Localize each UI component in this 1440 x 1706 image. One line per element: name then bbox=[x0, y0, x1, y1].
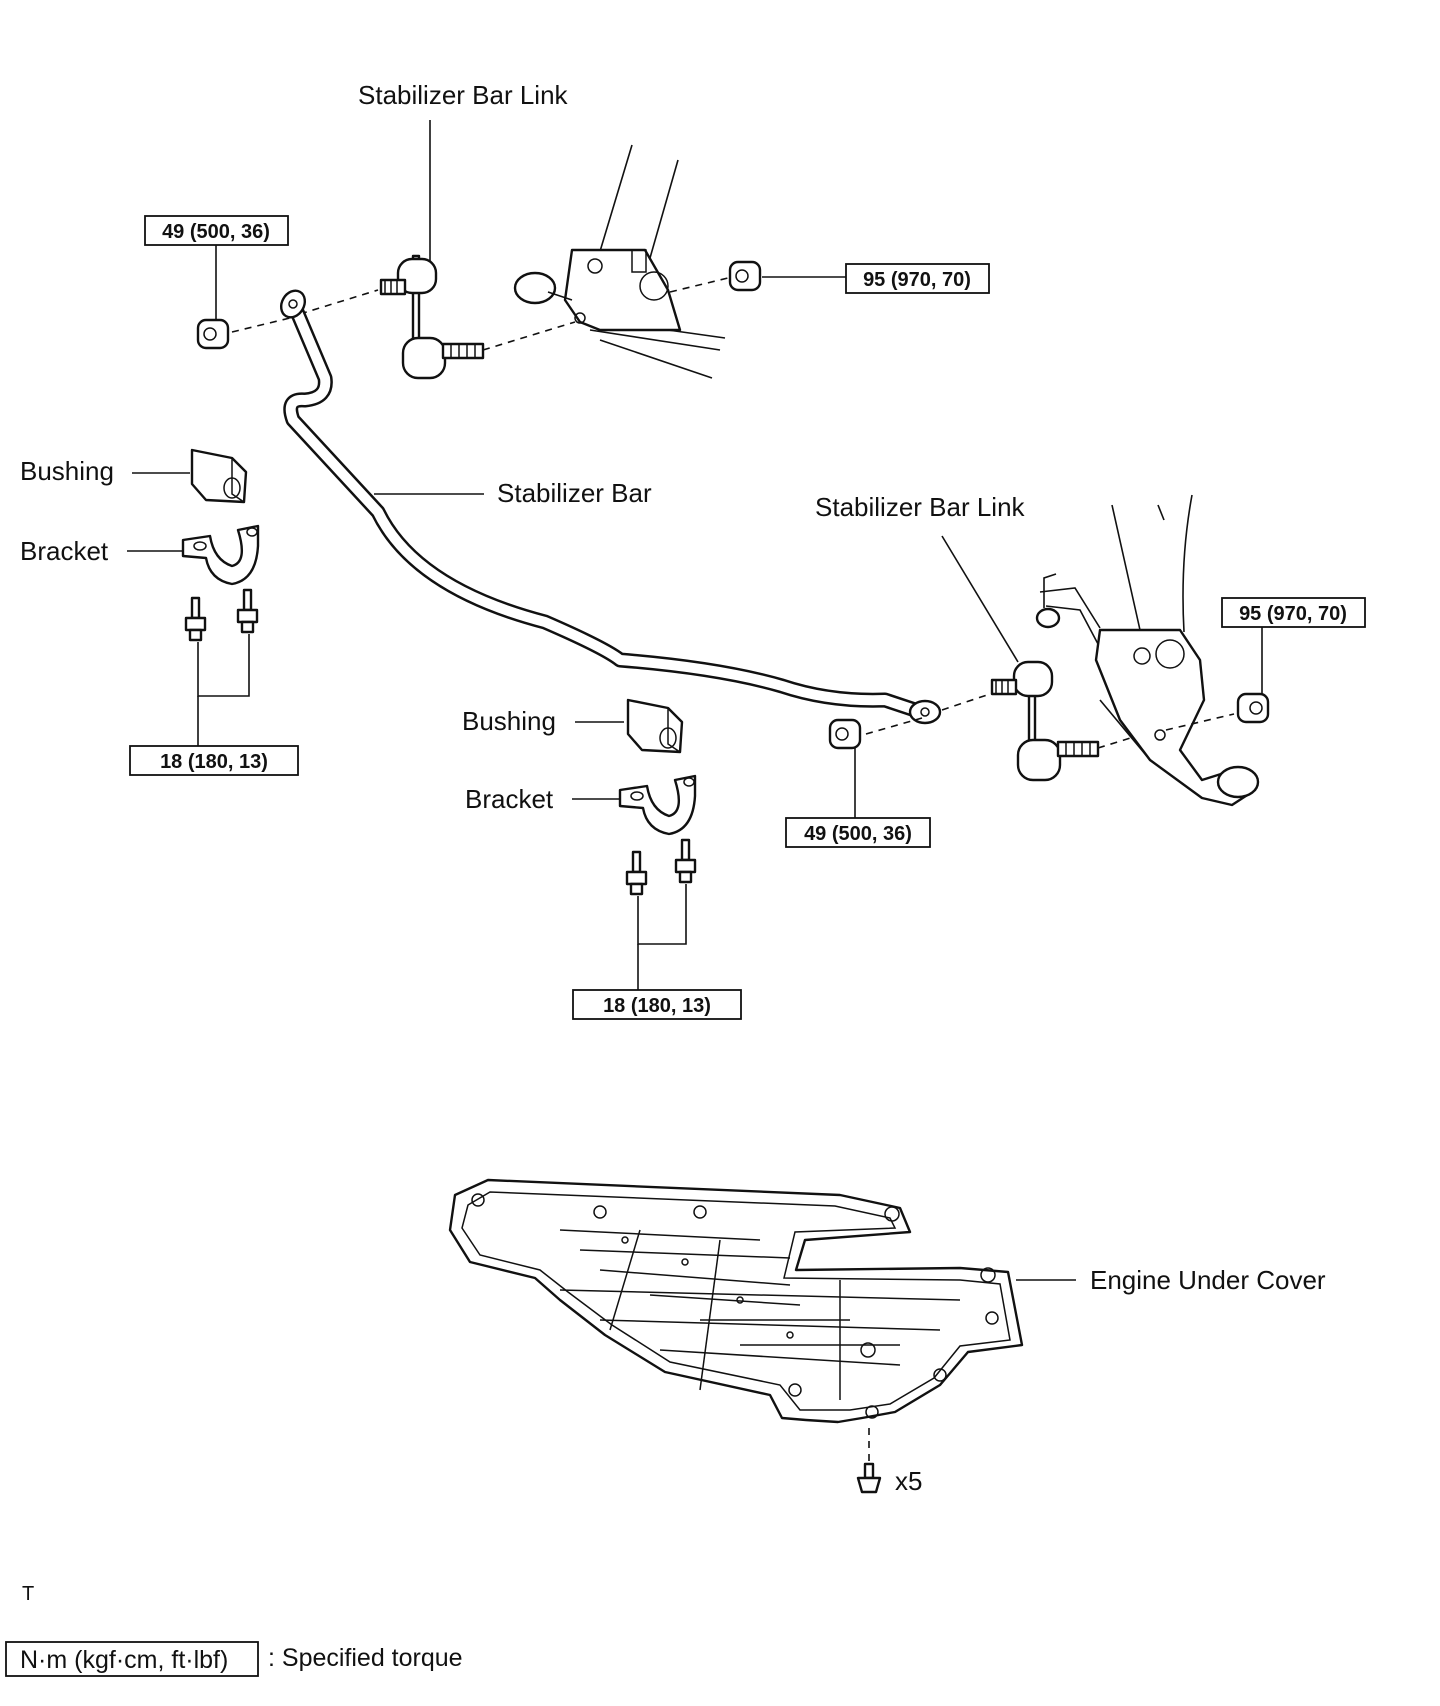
nut-icon-right bbox=[1236, 692, 1270, 724]
torque-bracket-bolts-center: 18 (180, 13) bbox=[603, 995, 711, 1017]
legend-description: : Specified torque bbox=[268, 1644, 463, 1672]
bolt-icon-center-2 bbox=[674, 838, 697, 884]
label-bushing-center: Bushing bbox=[462, 706, 556, 736]
torque-link-nut-left: 49 (500, 36) bbox=[162, 221, 270, 243]
legend-unit-text: N·m (kgf·cm, ft·lbf) bbox=[20, 1646, 228, 1674]
torque-box-bracket-bolts-left bbox=[129, 745, 299, 776]
bracket-icon-center bbox=[618, 774, 697, 836]
screw-icon bbox=[856, 1462, 882, 1494]
link-stud-lower bbox=[441, 342, 485, 360]
link-stud-upper bbox=[379, 278, 407, 296]
torque-box-link-nut-left bbox=[144, 215, 289, 246]
torque-box-bracket-bolts-center bbox=[572, 989, 742, 1020]
fastener-quantity: x5 bbox=[895, 1466, 922, 1496]
torque-link-nut-top-right: 95 (970, 70) bbox=[863, 269, 971, 291]
bolt-icon-left-1 bbox=[184, 596, 207, 642]
label-bracket-left: Bracket bbox=[20, 536, 109, 566]
strut-knuckle-top-right bbox=[513, 144, 726, 379]
corner-mark: T bbox=[22, 1583, 34, 1605]
label-engine-under-cover: Engine Under Cover bbox=[1090, 1265, 1326, 1295]
bushing-icon-center bbox=[626, 698, 684, 754]
torque-bracket-bolts-left: 18 (180, 13) bbox=[160, 751, 268, 773]
link-ball-joint-upper bbox=[396, 257, 438, 295]
stabilizer-bar bbox=[279, 289, 942, 725]
stabilizer-bar-link-top bbox=[379, 254, 485, 380]
label-bushing-left: Bushing bbox=[20, 456, 114, 486]
label-stabilizer-bar-link-top: Stabilizer Bar Link bbox=[358, 80, 569, 110]
label-stabilizer-bar-link-right: Stabilizer Bar Link bbox=[815, 492, 1026, 522]
bracket-icon-left bbox=[181, 524, 260, 586]
link-ball-joint-lower bbox=[401, 336, 447, 380]
bolt-icon-center-1 bbox=[625, 850, 648, 896]
engine-under-cover bbox=[448, 1178, 1024, 1424]
torque-box-link-nut-center bbox=[785, 817, 931, 848]
legend-unit-box bbox=[5, 1641, 259, 1677]
torque-link-nut-right: 95 (970, 70) bbox=[1239, 603, 1347, 625]
nut-icon-center bbox=[828, 718, 862, 750]
bushing-icon-left bbox=[190, 448, 248, 504]
torque-box-link-nut-right bbox=[1221, 597, 1366, 628]
torque-link-nut-center: 49 (500, 36) bbox=[804, 823, 912, 845]
nut-icon-top-right bbox=[728, 260, 762, 292]
strut-knuckle-right bbox=[1035, 494, 1260, 807]
torque-box-link-nut-top-right bbox=[845, 263, 990, 294]
label-bracket-center: Bracket bbox=[465, 784, 554, 814]
label-stabilizer-bar: Stabilizer Bar bbox=[497, 478, 652, 508]
nut-icon-left bbox=[196, 318, 230, 350]
stabilizer-bar-link-right bbox=[990, 660, 1100, 782]
bolt-icon-left-2 bbox=[236, 588, 259, 634]
